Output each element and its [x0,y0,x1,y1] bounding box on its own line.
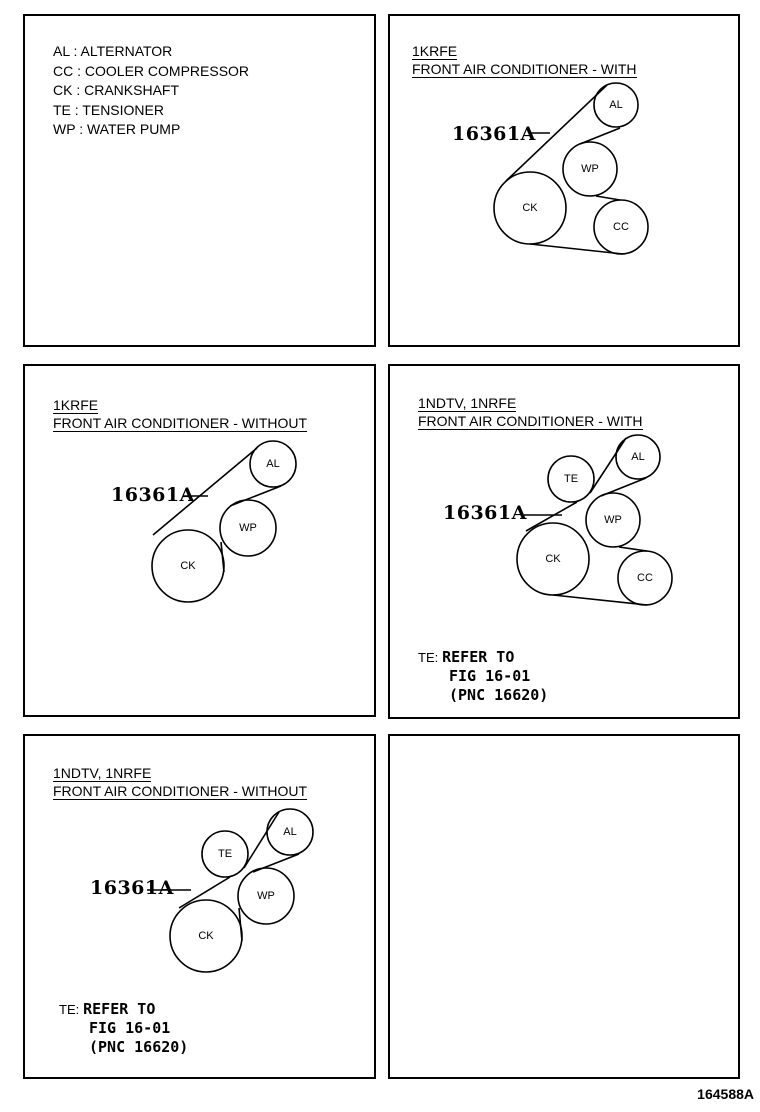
note-line-2: FIG 16-01 [89,1019,171,1037]
note-line-2: FIG 16-01 [449,667,531,685]
pulley-label-te: TE [563,473,579,485]
empty-panel [388,734,740,1079]
pulley-label-al: AL [266,458,280,470]
pulley-label-wp: WP [581,163,599,175]
engine-label: 1KRFE [53,397,99,414]
part-number-callout: 16361A [452,123,536,145]
figure-id: 164588A [697,1086,754,1102]
panel-title: 1NDTV, 1NRFE FRONT AIR CONDITIONER - WIT… [418,394,643,430]
pulley-label-cc: CC [637,572,653,584]
panel-title: 1KRFE FRONT AIR CONDITIONER - WITHOUT [53,396,308,432]
pulley-label-wp: WP [257,890,275,902]
pulley-label-ck: CK [198,930,214,942]
note-line-1: REFER TO [442,648,515,666]
config-label: FRONT AIR CONDITIONER - WITHOUT [53,783,308,800]
pulley-label-ck: CK [545,553,561,565]
pulley-label-cc: CC [613,221,629,233]
legend: AL : ALTERNATOR CC : COOLER COMPRESSOR C… [53,42,249,140]
pulley-label-al: AL [609,99,623,111]
pulley-label-wp: WP [239,522,257,534]
note-line-1: REFER TO [83,1000,156,1018]
engine-label: 1NDTV, 1NRFE [418,395,517,412]
engine-label: 1KRFE [412,43,458,60]
panel-title: 1NDTV, 1NRFE FRONT AIR CONDITIONER - WIT… [53,764,308,800]
note-line-3: (PNC 16620) [449,686,549,704]
part-number-callout: 16361A [111,484,195,506]
legend-item-al: AL : ALTERNATOR [53,43,173,59]
note-line-3: (PNC 16620) [89,1038,189,1056]
pulley-label-ck: CK [522,202,538,214]
diagram-panel-1krfe-with-ac: 1KRFE FRONT AIR CONDITIONER - WITH 16361… [388,14,740,347]
belt-routing-diagram [147,808,314,973]
pulley-label-al: AL [283,826,297,838]
diagram-panel-1ndtv-1nrfe-with-ac: 1NDTV, 1NRFE FRONT AIR CONDITIONER - WIT… [388,364,740,719]
note-tag: TE: [418,650,439,665]
pulley-label-wp: WP [604,514,622,526]
engine-label: 1NDTV, 1NRFE [53,765,152,782]
pulley-label-ck: CK [180,560,196,572]
pulley-label-te: TE [217,848,233,860]
config-label: FRONT AIR CONDITIONER - WITHOUT [53,415,308,432]
legend-item-cc: CC : COOLER COMPRESSOR [53,62,250,79]
panel-title: 1KRFE FRONT AIR CONDITIONER - WITH [412,42,637,78]
legend-item-wp: WP : WATER PUMP [53,121,181,137]
part-number-callout: 16361A [443,502,527,524]
config-label: FRONT AIR CONDITIONER - WITH [418,413,643,430]
tensioner-reference-note: TE: REFER TO FIG 16-01 (PNC 16620) [418,648,548,705]
note-tag: TE: [59,1002,80,1017]
diagram-panel-1ndtv-1nrfe-without-ac: 1NDTV, 1NRFE FRONT AIR CONDITIONER - WIT… [23,734,376,1079]
config-label: FRONT AIR CONDITIONER - WITH [412,61,637,78]
tensioner-reference-note: TE: REFER TO FIG 16-01 (PNC 16620) [59,1000,188,1057]
diagram-panel-1krfe-without-ac: 1KRFE FRONT AIR CONDITIONER - WITHOUT 16… [23,364,376,717]
legend-panel: AL : ALTERNATOR CC : COOLER COMPRESSOR C… [23,14,376,347]
belt-routing-diagram [516,434,673,606]
belt-routing-diagram [151,440,297,603]
belt-routing-diagram [493,82,649,255]
legend-item-te: TE : TENSIONER [53,101,164,118]
pulley-label-al: AL [631,451,645,463]
legend-item-ck: CK : CRANKSHAFT [53,82,180,98]
part-number-callout: 16361A [90,877,174,899]
